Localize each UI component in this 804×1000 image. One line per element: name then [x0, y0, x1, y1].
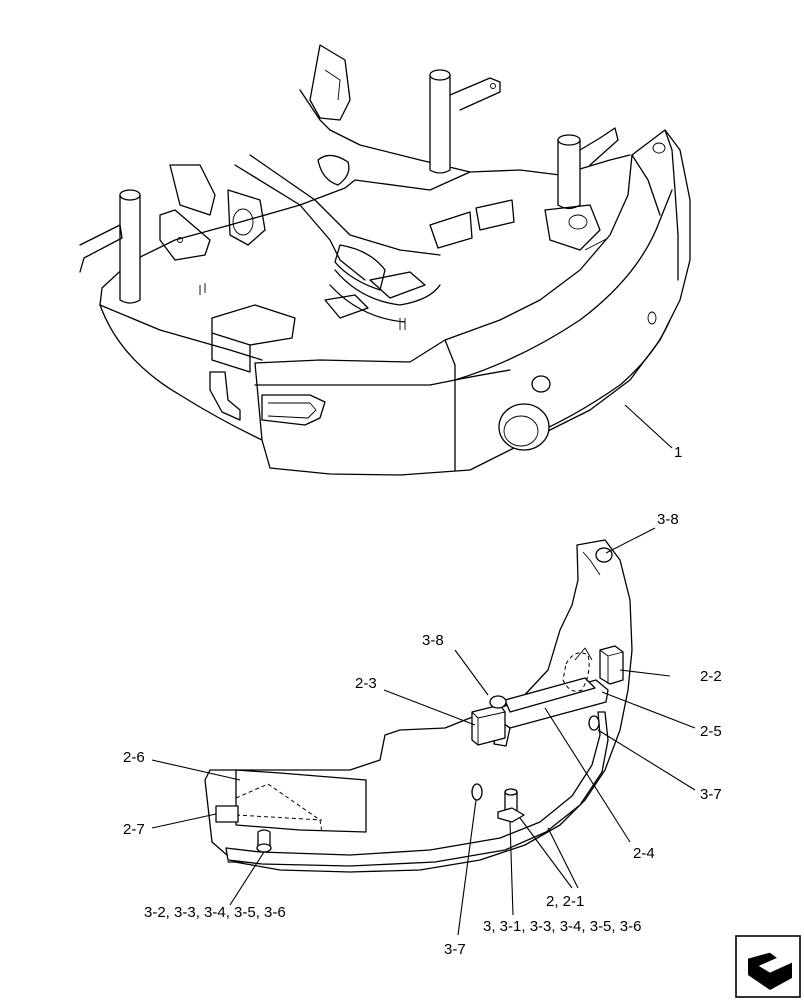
label-3-8-mid: 3-8 [422, 632, 444, 649]
leaders [151, 527, 696, 936]
label-3-8-top: 3-8 [657, 511, 679, 528]
label-3-7-bottom: 3-7 [444, 941, 466, 958]
hole-3-7-right [588, 715, 600, 731]
bolt-right [497, 788, 525, 823]
leader-part-1 [624, 404, 673, 449]
upper-frame-assembly [79, 44, 641, 441]
block-2-3 [471, 704, 506, 746]
arrow-return-icon[interactable] [735, 935, 801, 998]
hidden-feature [562, 647, 593, 692]
hole-3-8-mid [489, 695, 507, 709]
label-2-3: 2-3 [355, 675, 377, 692]
label-2-2-1: 2, 2-1 [546, 893, 584, 910]
label-2-5: 2-5 [700, 723, 722, 740]
label-3-group-right: 3, 3-1, 3-3, 3-4, 3-5, 3-6 [483, 918, 641, 935]
label-2-4: 2-4 [633, 845, 655, 862]
label-2-6: 2-6 [123, 749, 145, 766]
guard-strip [225, 711, 609, 867]
label-3-7-right: 3-7 [700, 786, 722, 803]
label-2-2: 2-2 [700, 668, 722, 685]
label-2-7: 2-7 [123, 821, 145, 838]
block-2-2 [599, 645, 624, 685]
bolt-left [256, 829, 272, 853]
hole-3-7-bottom [471, 783, 483, 801]
counterweight-top [254, 129, 691, 476]
plate-2-6 [215, 769, 367, 834]
label-3-group-left: 3-2, 3-3, 3-4, 3-5, 3-6 [144, 904, 286, 921]
label-part-1: 1 [674, 444, 682, 461]
